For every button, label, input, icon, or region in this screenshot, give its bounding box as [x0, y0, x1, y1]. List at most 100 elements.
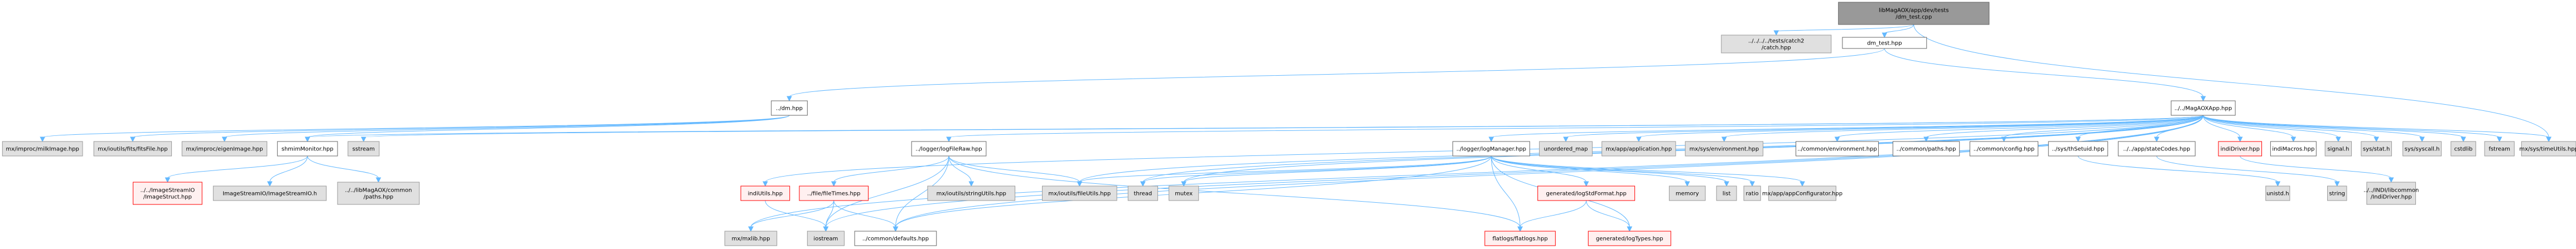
edge-line — [42, 115, 790, 138]
node-application[interactable]: mx/app/application.hpp — [1601, 141, 1676, 157]
node-imagestreamio[interactable]: ImageStreamIO/ImageStreamIO.h — [213, 185, 327, 201]
node-box — [348, 141, 380, 157]
node-label: flatlogs/flatlogs.hpp — [1493, 236, 1548, 242]
node-statecodes[interactable]: ../../app/stateCodes.hpp — [2117, 141, 2196, 157]
node-label: mx/ioutils/fits/fitsFile.hpp — [98, 147, 168, 153]
node-label: indiDriver.hpp — [2221, 147, 2260, 153]
node-indidriver[interactable]: indiDriver.hpp — [2218, 141, 2263, 157]
node-unordered_map[interactable]: unordered_map — [1539, 141, 1593, 157]
edge-line — [1565, 115, 2204, 138]
node-commonenv[interactable]: ../common/environment.hpp — [1796, 141, 1879, 157]
node-eigenimage[interactable]: mx/improc/eigenImage.hpp — [181, 141, 268, 157]
edge-line — [895, 155, 949, 228]
node-dmtest[interactable]: dm_test.hpp — [1842, 37, 1927, 49]
node-paths[interactable]: ../common/paths.hpp — [1892, 141, 1960, 157]
node-appconfig[interactable]: mx/app/appConfigurator.hpp — [1762, 185, 1842, 201]
node-flatlogs[interactable]: flatlogs/flatlogs.hpp — [1484, 231, 1556, 246]
edge-line — [833, 155, 949, 183]
node-logtypes[interactable]: generated/logTypes.hpp — [1588, 231, 1671, 246]
node-label: mx/improc/milkImage.hpp — [6, 147, 79, 153]
node-stringutils[interactable]: mx/ioutils/stringUtils.hpp — [927, 185, 1016, 201]
node-indidriverlib[interactable]: ../../INDI/libcommon/IndiDriver.hpp — [2363, 182, 2419, 205]
node-indimacros[interactable]: indiMacros.hpp — [2270, 141, 2317, 157]
node-box — [1685, 141, 1764, 157]
node-sysstat[interactable]: sys/stat.h — [2361, 141, 2392, 157]
node-catch[interactable]: ../../../../tests/catch2/catch.hpp — [1721, 35, 1832, 53]
node-signal[interactable]: signal.h — [2324, 141, 2352, 157]
edge-line — [363, 115, 2204, 138]
node-sysenv[interactable]: mx/sys/environment.hpp — [1685, 141, 1764, 157]
edge-line — [895, 115, 2204, 228]
node-label: ../../../../tests/catch2 — [1748, 38, 1804, 45]
node-label: mx/mxlib.hpp — [732, 236, 770, 242]
edge-dm-to-fitsfile — [130, 115, 790, 143]
node-list[interactable]: list — [1716, 185, 1737, 201]
node-box — [2117, 141, 2196, 157]
node-indiutils[interactable]: indiUtils.hpp — [740, 185, 790, 201]
edge-line — [825, 115, 2204, 228]
arrowhead-icon — [1636, 136, 1642, 143]
node-label: indiMacros.hpp — [2272, 147, 2314, 153]
node-fstream[interactable]: fstream — [2484, 141, 2515, 157]
node-label: ../dm.hpp — [776, 106, 803, 112]
edge-line — [1142, 155, 1492, 183]
node-shmim[interactable]: shmimMonitor.hpp — [277, 141, 338, 157]
node-box — [1842, 37, 1927, 49]
node-box — [337, 182, 420, 205]
node-root[interactable]: libMagAOX/app/dev/tests/dm_test.cpp — [1838, 2, 1990, 25]
node-label: sys/syscall.h — [2405, 147, 2440, 153]
node-config[interactable]: ../common/config.hpp — [1969, 141, 2039, 157]
node-box — [799, 185, 869, 201]
node-box — [1796, 141, 1879, 157]
edge-line — [224, 115, 790, 138]
edge-line — [2203, 115, 2377, 138]
node-cstdlib[interactable]: cstdlib — [2450, 141, 2476, 157]
node-box — [1716, 185, 1737, 201]
edge-magaoxapp-to-indimacros — [2203, 115, 2297, 143]
arrowhead-icon — [2336, 136, 2341, 143]
node-timeutils[interactable]: mx/sys/timeUtils.hpp — [2519, 141, 2576, 157]
node-iostream[interactable]: iostream — [807, 231, 845, 246]
node-fitsfile[interactable]: mx/ioutils/fits/fitsFile.hpp — [93, 141, 172, 157]
node-label: libMagAOX/app/dev/tests — [1879, 8, 1949, 14]
node-dm[interactable]: ../dm.hpp — [771, 100, 808, 116]
node-mutex[interactable]: mutex — [1169, 185, 1199, 201]
edge-magaoxapp-to-config — [2001, 115, 2204, 143]
node-mxlib[interactable]: mx/mxlib.hpp — [724, 231, 778, 246]
arrowhead-icon — [893, 226, 899, 232]
arrowhead-icon — [2075, 136, 2081, 143]
node-imagestruct[interactable]: ../../ImageStreamIO/ImageStruct.hpp — [133, 182, 202, 205]
node-string[interactable]: string — [2327, 185, 2347, 201]
edge-line — [1490, 155, 1587, 183]
node-filetimes[interactable]: ../file/fileTimes.hpp — [799, 185, 869, 201]
node-sstream[interactable]: sstream — [348, 141, 380, 157]
node-ratio[interactable]: ratio — [1743, 185, 1761, 201]
edge-magaoxapp-to-signal — [2203, 115, 2341, 143]
node-fileutils[interactable]: mx/ioutils/fileUtils.hpp — [1041, 185, 1117, 201]
node-magaoxapp[interactable]: ../../MagAOXApp.hpp — [2170, 100, 2236, 116]
node-milkimage[interactable]: mx/improc/milkImage.hpp — [2, 141, 83, 157]
node-defaults[interactable]: ../common/defaults.hpp — [854, 231, 937, 246]
node-memory[interactable]: memory — [1668, 185, 1706, 201]
node-logmanager[interactable]: ../logger/logManager.hpp — [1452, 141, 1530, 157]
node-thread[interactable]: thread — [1127, 185, 1158, 201]
node-syscall[interactable]: sys/syscall.h — [2403, 141, 2442, 157]
edge-logmanager-to-memory — [1490, 155, 1690, 187]
node-unistd[interactable]: unistd.h — [2265, 185, 2290, 201]
node-label: ../sys/thSetuid.hpp — [2052, 147, 2105, 153]
node-libpaths[interactable]: ../../libMagAOX/common/paths.hpp — [337, 182, 420, 205]
edge-magaoxapp-to-logfileraw — [946, 115, 2204, 143]
node-logstdformat[interactable]: generated/logStdFormat.hpp — [1537, 185, 1636, 201]
edge-magaoxapp-to-timeutils — [2203, 115, 2551, 143]
arrowhead-icon — [2275, 181, 2281, 187]
edge-line — [2077, 155, 2278, 183]
node-thsetuid[interactable]: ../sys/thSetuid.hpp — [2048, 141, 2109, 157]
edge-line — [1490, 155, 1727, 183]
edge-logstdformat-to-flatlogs — [1517, 200, 1587, 232]
node-label: /IndiDriver.hpp — [2371, 194, 2412, 201]
node-label: list — [1723, 191, 1731, 197]
node-logfileraw[interactable]: ../logger/logFileRaw.hpp — [911, 141, 987, 157]
node-label: /paths.hpp — [364, 194, 394, 201]
edge-line — [750, 200, 834, 228]
node-label: signal.h — [2327, 147, 2349, 153]
